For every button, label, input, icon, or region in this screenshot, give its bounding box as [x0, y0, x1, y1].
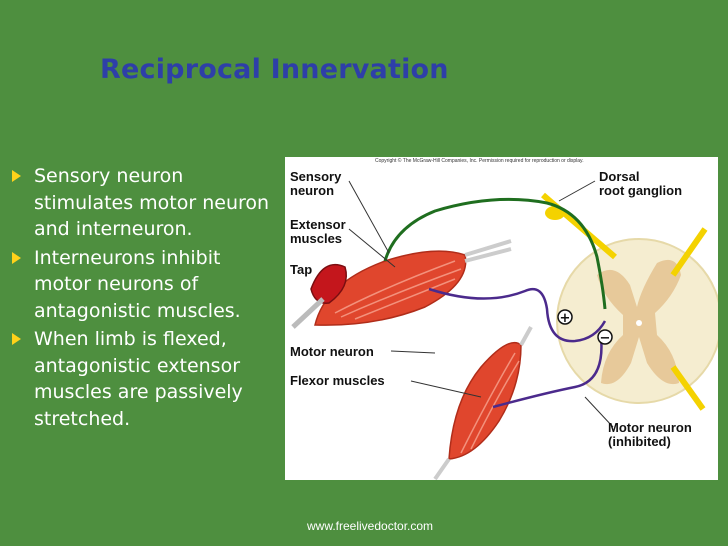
dorsal-root-right: [670, 227, 708, 277]
bullet-text: Sensory neuron stimulates motor neuron a…: [34, 165, 270, 240]
label-line: root ganglion: [599, 183, 683, 198]
extensor-muscle: [314, 239, 512, 326]
label-line: muscles: [290, 231, 343, 246]
sensory-neuron-path: [383, 197, 607, 310]
footer-url: www.freelivedoctor.com: [307, 519, 434, 533]
label-line: Extensor: [290, 217, 346, 232]
label-extensor-muscles: Extensor muscles: [290, 218, 346, 246]
reflex-hammer: [291, 263, 347, 329]
copyright-notice: Copyright © The McGraw-Hill Companies, I…: [375, 158, 584, 164]
reflex-diagram-illustration: + −: [291, 180, 718, 480]
leader-lines: [348, 180, 614, 428]
bullet-text: Interneurons inhibit motor neurons of an…: [34, 246, 241, 322]
bullet-arrow-icon: [12, 170, 21, 182]
slide-title: Reciprocal Innervation: [100, 54, 449, 85]
label-motor-neuron: Motor neuron: [290, 344, 374, 359]
reflex-diagram-figure: + − Copyright © The McGraw-Hill Companie…: [285, 157, 718, 480]
label-sensory-neuron: Sensory neuron: [290, 170, 341, 198]
minus-symbol: −: [600, 331, 611, 346]
inhibitory-synapse-icon: [597, 329, 613, 345]
bullet-list: Sensory neuron stimulates motor neuron a…: [10, 163, 272, 434]
bullet-item: Interneurons inhibit motor neurons of an…: [10, 245, 272, 325]
label-line: neuron: [290, 183, 335, 198]
label-motor-neuron-inhibited: Motor neuron (inhibited): [608, 421, 692, 449]
central-canal: [636, 320, 642, 326]
label-line: Sensory: [290, 169, 342, 184]
label-tap: Tap: [290, 262, 313, 277]
excitatory-synapse-icon: [557, 309, 573, 325]
dorsal-root-ganglion: [545, 206, 565, 220]
label-line: Dorsal: [599, 169, 640, 184]
flexor-muscle: [433, 326, 533, 480]
inhibited-motor-neuron-path: [492, 336, 603, 409]
label-dorsal-root-ganglion: Dorsal root ganglion: [599, 170, 682, 198]
bullet-item: When limb is flexed, antagonistic extens…: [10, 326, 272, 432]
label-line: Motor neuron: [608, 420, 692, 435]
label-flexor-muscles: Flexor muscles: [290, 373, 385, 388]
bullet-text: When limb is flexed, antagonistic extens…: [34, 328, 243, 430]
label-line: (inhibited): [608, 434, 671, 449]
plus-symbol: +: [560, 311, 571, 326]
bullet-item: Sensory neuron stimulates motor neuron a…: [10, 163, 272, 243]
motor-neuron-path: [428, 287, 607, 343]
bullet-arrow-icon: [12, 333, 21, 345]
ventral-root-right: [670, 365, 706, 411]
bullet-arrow-icon: [12, 251, 21, 264]
